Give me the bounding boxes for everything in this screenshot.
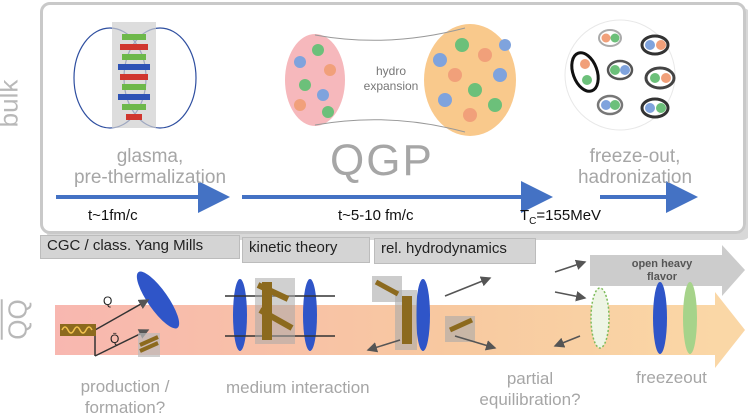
medium-stage-label: medium interaction <box>226 378 370 397</box>
open-heavy-flavor-arrow <box>590 245 745 296</box>
qgp-stage-label: QGP <box>330 136 434 185</box>
freezeout-qq-illustration <box>553 259 697 354</box>
qgp-illustration <box>285 24 516 136</box>
partial-stage-label: partial equilibration? <box>479 369 581 409</box>
band-hydro: rel. hydrodynamics <box>374 238 536 264</box>
time-label-1: t~1fm/c <box>88 207 138 224</box>
tc-prefix: T <box>520 207 530 224</box>
freezeout-qq-stage-label: freezeout <box>636 368 707 387</box>
band-kinetic: kinetic theory <box>242 237 370 263</box>
qbar-label: Q̄ <box>110 332 120 346</box>
glasma-illustration <box>73 22 197 129</box>
production-illustration <box>60 271 180 357</box>
time-label-2: t~5-10 fm/c <box>338 207 414 224</box>
tc-sub: C <box>529 216 537 227</box>
tc-value: =155MeV <box>536 207 602 224</box>
production-stage-label: production / formation? <box>80 377 170 417</box>
bulk-panel <box>40 2 746 234</box>
hydro-expansion-label: hydro expansion <box>363 64 419 93</box>
glasma-stage-label: glasma, pre-thermalization <box>73 146 227 188</box>
freezeout-stage-label: freeze-out, hadronization <box>577 146 693 188</box>
partial-illustration <box>366 276 497 353</box>
medium-illustration <box>225 278 335 351</box>
open-heavy-flavor-label: open heavy flavor <box>631 258 693 283</box>
q-label: Q <box>103 294 113 308</box>
tc-label: TC=155MeV <box>520 207 601 227</box>
freezeout-illustration <box>564 19 676 131</box>
band-cgc: CGC / class. Yang Mills <box>40 235 240 259</box>
